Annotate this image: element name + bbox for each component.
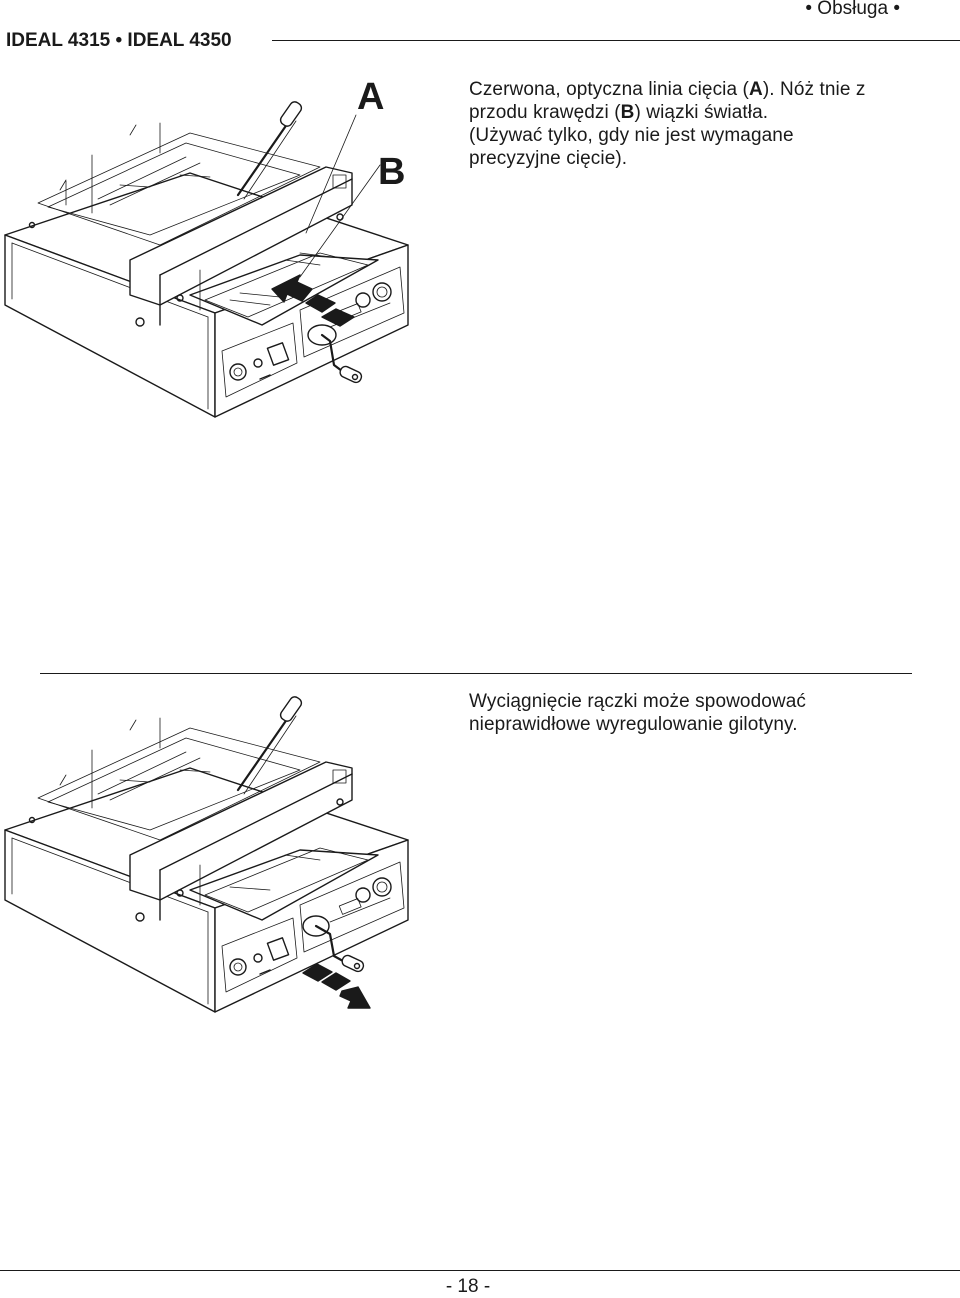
text-fragment: ). Nóż tnie z [762, 79, 866, 100]
text-line-2: przodu krawędzi (B) wiązki światła. [469, 101, 919, 124]
section-divider [40, 673, 912, 674]
callout-a-label: A [357, 76, 385, 118]
callout-b-label: B [378, 151, 406, 193]
light-beam-description: Czerwona, optyczna linia cięcia (A). Nóż… [469, 78, 919, 170]
product-title: IDEAL 4315 • IDEAL 4350 [6, 30, 232, 51]
text-line-1: Wyciągnięcie rączki może spowodować [469, 691, 807, 712]
direction-arrow-icon [271, 274, 313, 303]
section-label: • Obsługa • [805, 0, 900, 19]
cutter-illustration-light-beam [4, 101, 409, 418]
pull-direction-arrow-icon [302, 963, 333, 982]
text-fragment: przodu krawędzi ( [469, 102, 621, 123]
header-divider [272, 40, 960, 41]
text-line-1: Czerwona, optyczna linia cięcia (A). Nóż… [469, 78, 919, 101]
ref-b: B [620, 102, 635, 123]
ref-a: A [748, 79, 763, 100]
footer-divider [0, 1270, 960, 1271]
page-number: - 18 - [445, 1276, 491, 1297]
leader-line-b [299, 164, 381, 278]
text-fragment: ) wiązki światła. [634, 102, 769, 123]
handle-warning-text: Wyciągnięcie rączki może spowodować niep… [469, 690, 919, 736]
text-line-2: nieprawidłowe wyregulowanie gilotyny. [469, 714, 798, 735]
leader-line-a [305, 114, 357, 234]
text-line-4: precyzyjne cięcie). [469, 148, 628, 169]
text-line-3: (Używać tylko, gdy nie jest wymagane [469, 125, 794, 146]
text-fragment: Czerwona, optyczna linia cięcia ( [469, 79, 749, 100]
cutter-illustration-handle [4, 696, 409, 1013]
